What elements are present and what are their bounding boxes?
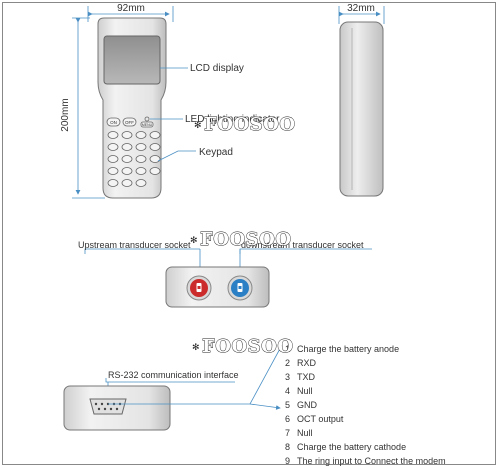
pin-description: OCT output <box>297 414 344 424</box>
pin-description: The ring input to Connect the modem <box>297 456 446 466</box>
keypad-key[interactable] <box>135 143 147 151</box>
pin-number: 7 <box>285 428 290 438</box>
pin-number: 4 <box>285 386 290 396</box>
watermarks: ✻ FOOSOO ✻ FOOSOO ✻ FOOSOO <box>190 114 296 358</box>
keypad-key[interactable] <box>149 155 161 163</box>
menu-key[interactable] <box>140 121 154 128</box>
svg-text:✻: ✻ <box>192 342 200 352</box>
width-dimension-label: 92mm <box>117 3 145 14</box>
svg-text:✻: ✻ <box>194 120 202 130</box>
transducer-sockets-view: Upstream transducer socket downstream tr… <box>78 240 372 308</box>
lcd-callout: LCD display <box>190 63 244 74</box>
keypad-key[interactable] <box>135 167 147 175</box>
keypad-key[interactable] <box>149 131 161 139</box>
keypad-key[interactable] <box>135 179 147 187</box>
device-bottom-edge <box>165 266 270 308</box>
watermark: FOOSOO <box>204 114 296 135</box>
pin-description: TXD <box>297 372 316 382</box>
pin-number: 2 <box>285 358 290 368</box>
pin-description: RXD <box>297 358 317 368</box>
pin-number: 6 <box>285 414 290 424</box>
rs232-view: RS-232 communication interface 1 Charge … <box>63 344 446 466</box>
rs232-label: RS-232 communication interface <box>108 370 239 380</box>
pin-number: 3 <box>285 372 290 382</box>
pin-number: 9 <box>285 456 290 466</box>
keypad <box>107 131 161 187</box>
keypad-key[interactable] <box>107 167 119 175</box>
keypad-callout: Keypad <box>199 147 233 158</box>
keypad-key[interactable] <box>107 143 119 151</box>
keypad-key[interactable] <box>107 179 119 187</box>
pin-number: 1 <box>285 344 290 354</box>
pin-number: 5 <box>285 400 290 410</box>
menu-key-label: MENU <box>142 123 153 127</box>
keypad-key[interactable] <box>121 167 133 175</box>
keypad-callout-line <box>157 150 196 162</box>
off-key-label: OFF <box>125 120 134 125</box>
keypad-key[interactable] <box>107 131 119 139</box>
db9-connector <box>89 398 127 415</box>
keypad-key[interactable] <box>121 131 133 139</box>
pin-description: GND <box>297 400 318 410</box>
off-key[interactable] <box>122 117 137 127</box>
downstream-socket-label: downstream transducer socket <box>241 240 364 250</box>
watermark: FOOSOO <box>200 229 292 250</box>
depth-dimension-label: 32mm <box>347 3 375 14</box>
upstream-socket-label: Upstream transducer socket <box>78 240 191 250</box>
lcd-screen <box>103 35 161 85</box>
keypad-key[interactable] <box>107 155 119 163</box>
keypad-key[interactable] <box>135 131 147 139</box>
on-key-label: ON <box>110 120 117 125</box>
pin-description: Charge the battery cathode <box>297 442 406 452</box>
keypad-key[interactable] <box>149 167 161 175</box>
front-view: 92mm 200mm ON OFF MENU <box>60 3 280 199</box>
svg-text:✻: ✻ <box>190 235 198 245</box>
keypad-key[interactable] <box>121 155 133 163</box>
device-side-body <box>339 21 384 197</box>
figure-frame <box>2 2 496 465</box>
height-dimension-label: 200mm <box>60 98 71 131</box>
keypad-key[interactable] <box>135 155 147 163</box>
led-callout: LED lighting indicator <box>185 114 280 125</box>
pin-number: 8 <box>285 442 290 452</box>
led-indicator <box>144 116 150 122</box>
pin-description: Null <box>297 386 313 396</box>
on-key[interactable] <box>106 117 121 127</box>
side-view: 32mm <box>338 3 385 197</box>
keypad-key[interactable] <box>121 143 133 151</box>
watermark: FOOSOO <box>202 336 294 357</box>
keypad-key[interactable] <box>149 143 161 151</box>
keypad-key[interactable] <box>121 179 133 187</box>
pin-description: Null <box>297 428 313 438</box>
pin-description: Charge the battery anode <box>297 344 399 354</box>
